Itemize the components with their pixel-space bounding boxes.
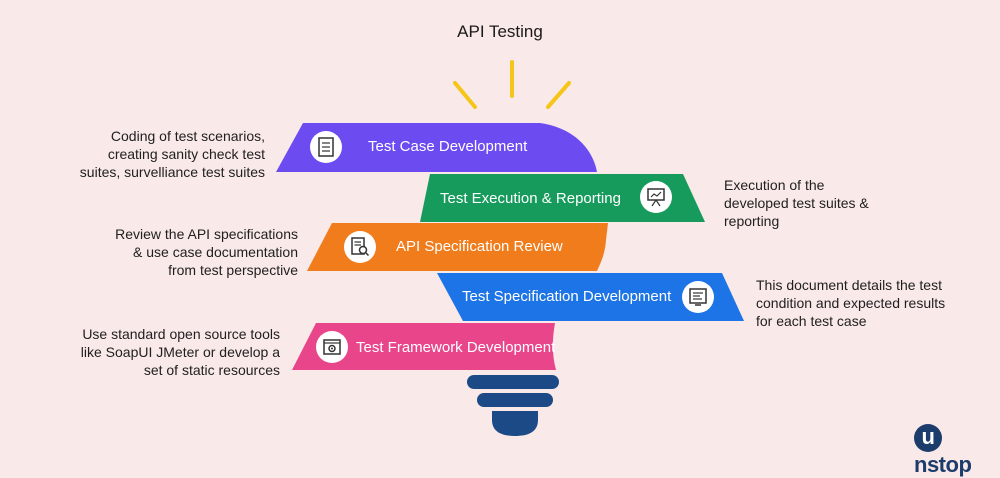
light-rays: [453, 60, 571, 109]
step-label-api-specification-review: API Specification Review: [396, 238, 563, 255]
checklist-icon: [310, 131, 342, 163]
description-line: condition and expected results: [756, 295, 946, 311]
bulb-base: [467, 375, 559, 436]
base-ring-2: [477, 393, 553, 407]
step-description-test-specification-development: This document details the test condition…: [756, 276, 945, 330]
step-description-api-specification-review: Review the API specifications & use case…: [115, 225, 298, 279]
description-line: developed test suites &: [724, 195, 869, 211]
band-test-execution-reporting: [420, 174, 705, 222]
base-ring-1: [467, 375, 559, 389]
description-line: Review the API specifications: [115, 226, 298, 242]
band-test-specification-development: [437, 273, 744, 321]
presentation-board-icon: [640, 181, 672, 213]
description-line: This document details the test: [756, 277, 942, 293]
gear-window-icon: [316, 331, 348, 363]
step-label-test-specification-development: Test Specification Development: [462, 288, 672, 305]
description-line: suites, survelliance test suites: [79, 164, 265, 180]
unstop-logo: unstop: [914, 424, 972, 477]
step-description-test-framework-development: Use standard open source tools like Soap…: [81, 325, 280, 379]
description-line: Use standard open source tools: [82, 326, 280, 342]
description-line: set of static resources: [143, 362, 280, 378]
band-test-case-development: [276, 123, 597, 172]
step-description-test-case-development: Coding of test scenarios, creating sanit…: [80, 127, 265, 181]
base-cap: [492, 411, 538, 436]
description-line: reporting: [724, 213, 780, 229]
step-label-test-execution-reporting: Test Execution & Reporting: [440, 190, 621, 207]
step-description-test-execution-reporting: Execution of the developed test suites &…: [724, 176, 869, 230]
band-test-framework-development: [292, 323, 556, 370]
description-line: & use case documentation: [133, 244, 298, 260]
description-line: Coding of test scenarios,: [110, 128, 265, 144]
diagram-title: API Testing: [457, 22, 543, 41]
document-search-icon: [344, 231, 376, 263]
description-line: like SoapUI JMeter or develop a: [80, 344, 280, 360]
band-api-specification-review: [307, 223, 608, 271]
ray-left: [453, 81, 477, 109]
step-label-test-framework-development: Test Framework Development: [356, 339, 556, 356]
ray-right: [546, 81, 571, 109]
description-line: creating sanity check test: [107, 146, 265, 162]
description-line: from test perspective: [168, 262, 298, 278]
lightbulb-diagram: [276, 60, 744, 436]
description-line: for each test case: [756, 313, 867, 329]
description-line: Execution of the: [724, 177, 825, 193]
step-label-test-case-development: Test Case Development: [368, 138, 528, 155]
spec-document-icon: [682, 281, 714, 313]
